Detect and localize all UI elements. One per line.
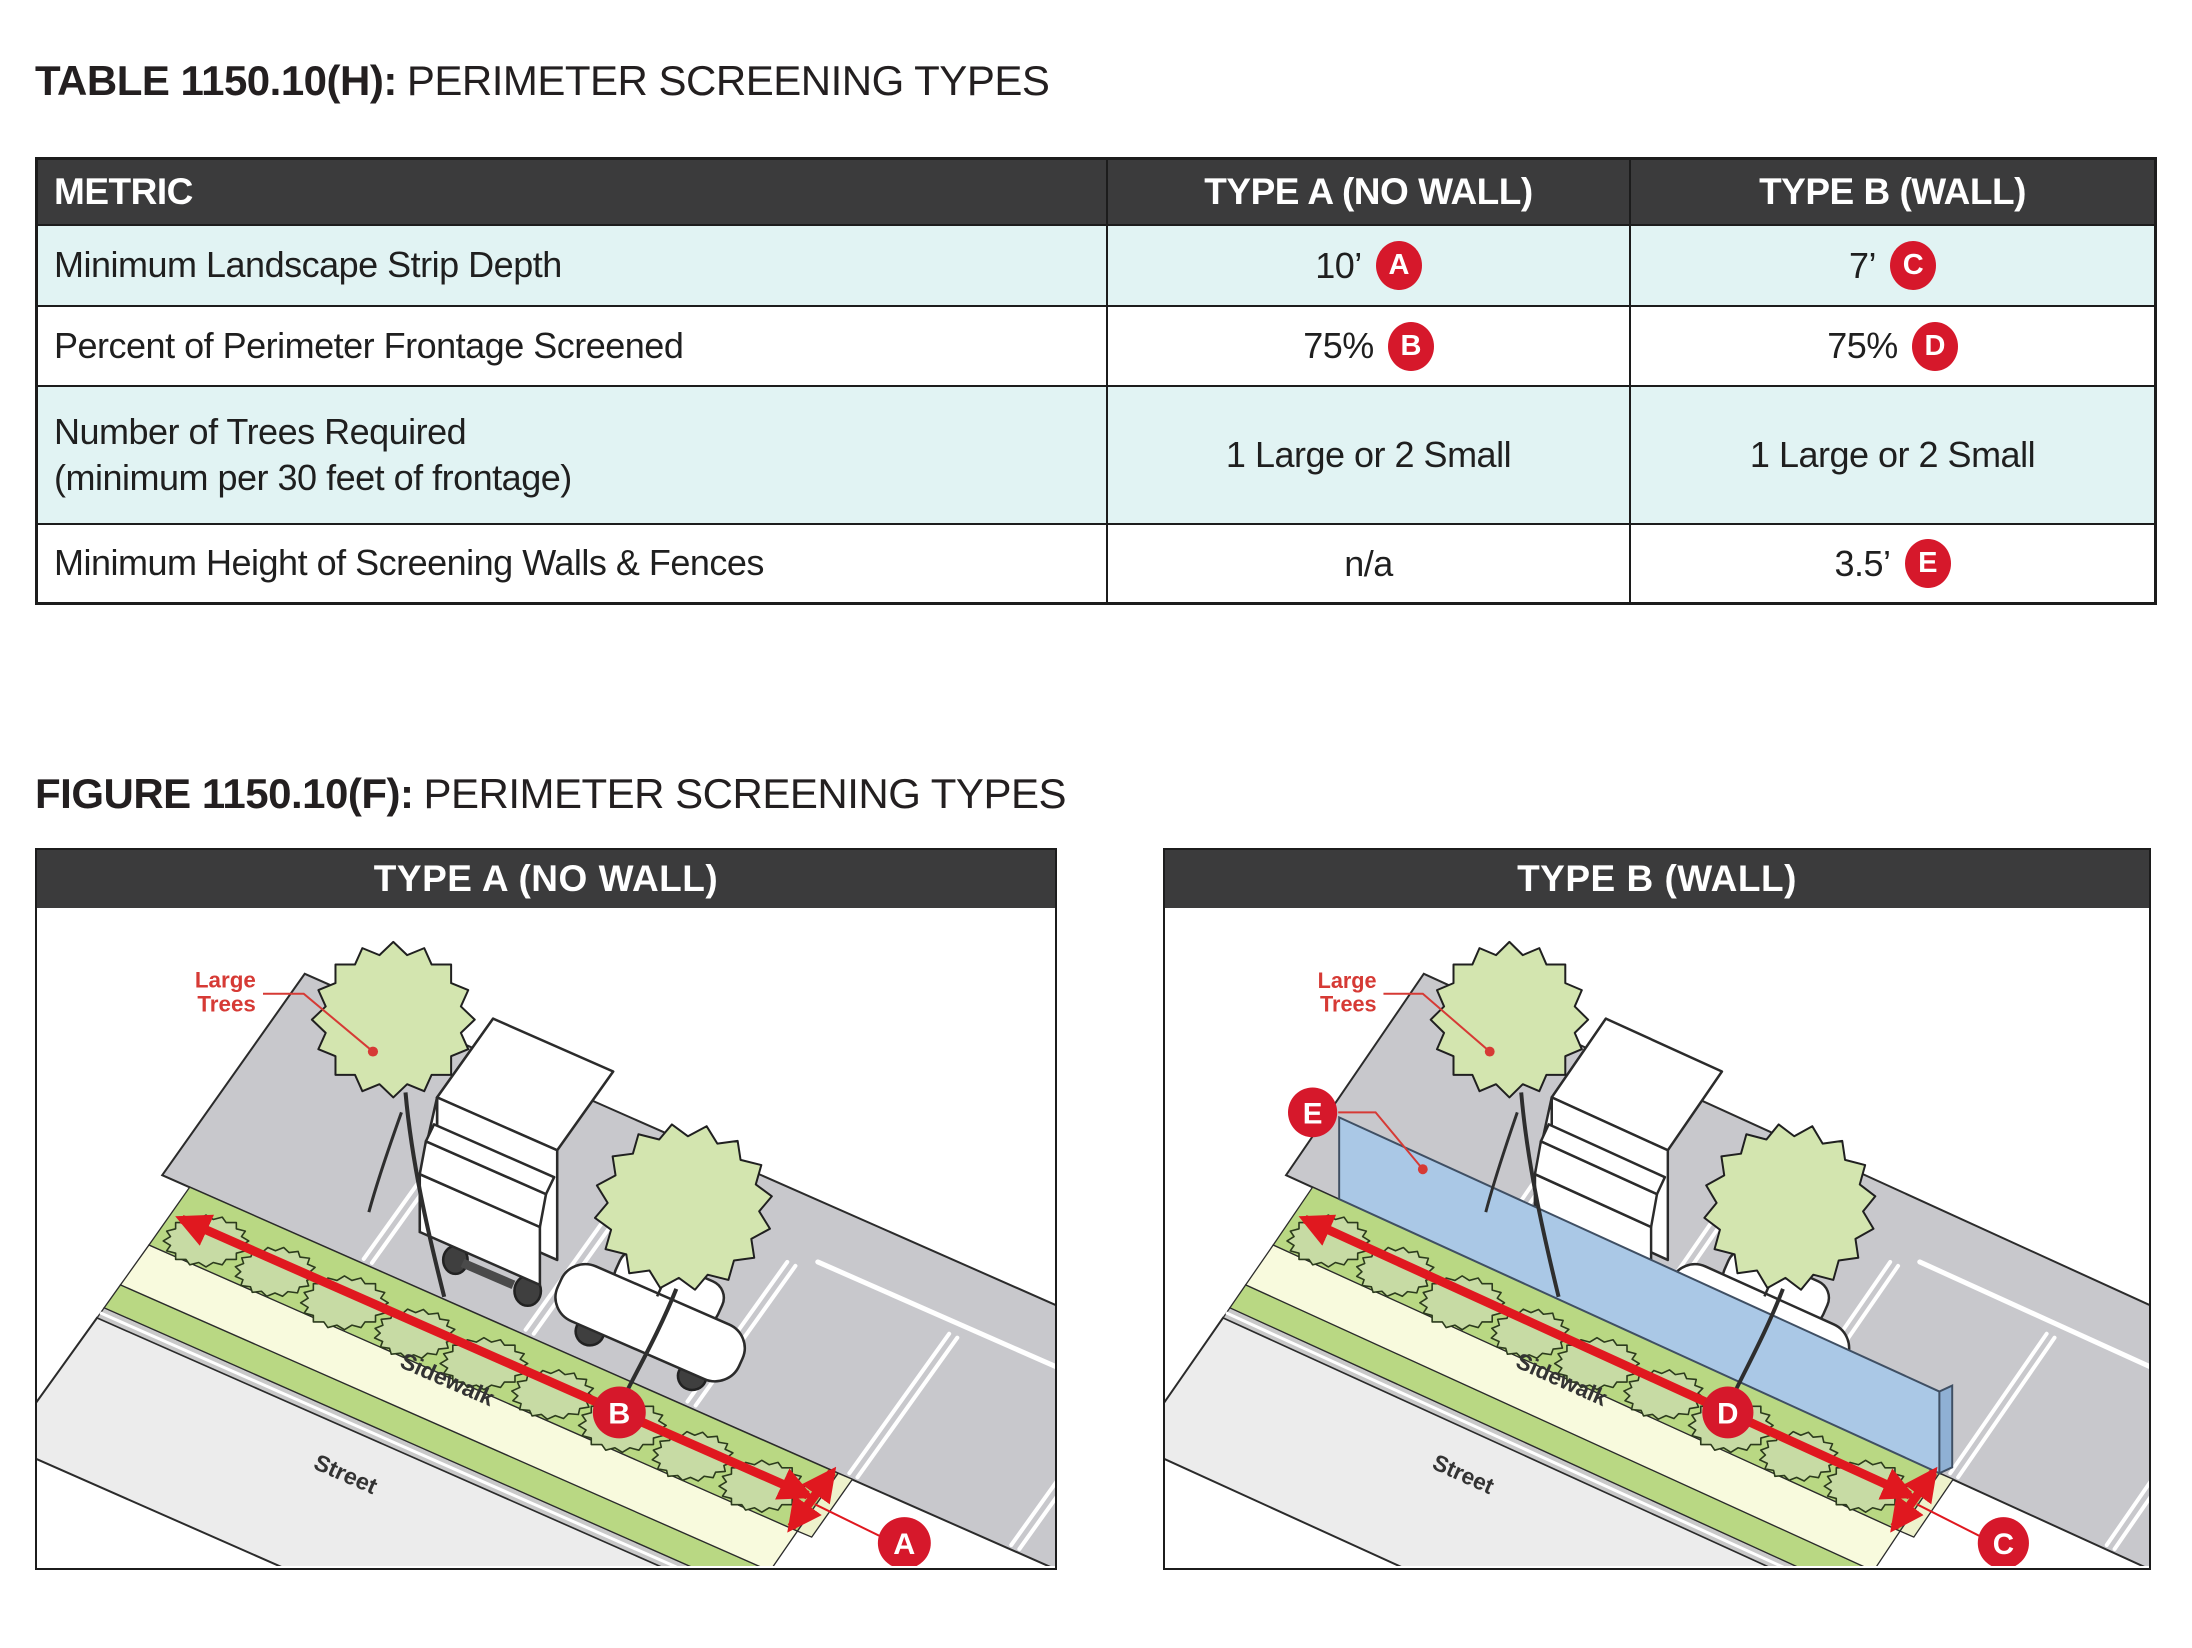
panel-b-header: TYPE B (WALL): [1165, 850, 2149, 908]
metric-text: Minimum Landscape Strip Depth: [54, 244, 562, 286]
type-a-diagram: B A Large Trees Sidewalk Street: [37, 941, 1055, 1566]
cell-value: 75%: [1827, 325, 1898, 366]
key-badge-e: E: [1904, 539, 1951, 588]
type-b-diagram: E D C Large Trees Sidewal: [1165, 941, 2149, 1566]
panel-a-header: TYPE A (NO WALL): [37, 850, 1055, 908]
table-title-text: PERIMETER SCREENING TYPES: [406, 57, 1050, 104]
badge-frontage: D: [1702, 1386, 1754, 1439]
badge-letter: D: [1717, 1397, 1738, 1430]
table-title: TABLE 1150.10(H):PERIMETER SCREENING TYP…: [35, 57, 1050, 105]
metric-text-line2: (minimum per 30 feet of frontage): [54, 457, 572, 498]
badge-depth: C: [1977, 1517, 2029, 1566]
figure-title-text: PERIMETER SCREENING TYPES: [423, 770, 1066, 817]
figure-panel-type-a: TYPE A (NO WALL): [35, 848, 1057, 1570]
cell-value: 1 Large or 2 Small: [1225, 434, 1512, 475]
svg-text:Trees: Trees: [1320, 992, 1377, 1017]
frontage-arrow: [1298, 1214, 1917, 1500]
perimeter-screening-table: METRIC TYPE A (NO WALL) TYPE B (WALL) Mi…: [35, 157, 2157, 605]
table-cell-type-a: 75% B: [1106, 305, 1629, 385]
svg-text:Large: Large: [195, 968, 256, 993]
panel-a-illustration: B A Large Trees Sidewalk Street: [37, 908, 1055, 1566]
cell-value: 75%: [1303, 325, 1374, 366]
large-trees-label: Large Trees: [195, 968, 379, 1057]
table-cell-type-a: n/a: [1106, 523, 1629, 602]
svg-text:Large: Large: [1318, 968, 1377, 993]
key-badge-d: D: [1911, 321, 1958, 371]
svg-text:Trees: Trees: [197, 992, 256, 1017]
metric-text: Minimum Height of Screening Walls & Fenc…: [54, 542, 764, 584]
table-row-metric: Number of Trees Required (minimum per 30…: [38, 385, 1106, 523]
figure-title: FIGURE 1150.10(F):PERIMETER SCREENING TY…: [35, 770, 1066, 818]
table-cell-type-a: 1 Large or 2 Small: [1106, 385, 1629, 523]
key-badge-b: B: [1387, 321, 1434, 371]
metric-text-line1: Number of Trees Required: [54, 410, 467, 452]
cell-value: n/a: [1344, 542, 1393, 584]
cell-value: 10’: [1315, 244, 1362, 286]
column-header-type-a: TYPE A (NO WALL): [1106, 160, 1629, 224]
table-title-number: TABLE 1150.10(H):: [35, 57, 397, 104]
table-row-metric: Minimum Landscape Strip Depth: [38, 224, 1106, 305]
badge-frontage: B: [592, 1386, 646, 1439]
key-badge-c: C: [1890, 241, 1937, 290]
table-row-metric: Minimum Height of Screening Walls & Fenc…: [38, 523, 1106, 602]
figure-title-number: FIGURE 1150.10(F):: [35, 770, 414, 817]
table-cell-type-b: 75% D: [1629, 305, 2154, 385]
cell-value: 1 Large or 2 Small: [1749, 434, 2036, 475]
frontage-arrow: [175, 1214, 814, 1500]
table-row-metric: Percent of Perimeter Frontage Screened: [38, 305, 1106, 385]
table-cell-type-b: 7’ C: [1629, 224, 2154, 305]
wall-badge-group: E: [1288, 1087, 1428, 1175]
badge-letter: C: [1993, 1528, 2014, 1561]
column-header-metric: METRIC: [38, 160, 1106, 224]
strip-depth-arrow: [1890, 1466, 1938, 1533]
badge-letter: B: [608, 1398, 630, 1431]
badge-letter: E: [1303, 1097, 1323, 1130]
panel-b-illustration: E D C Large Trees Sidewal: [1165, 908, 2149, 1566]
cell-value: 3.5’: [1834, 542, 1891, 584]
badge-letter: A: [893, 1528, 915, 1561]
table-cell-type-b: 3.5’ E: [1629, 523, 2154, 602]
key-badge-a: A: [1375, 241, 1422, 290]
column-header-type-b: TYPE B (WALL): [1629, 160, 2154, 224]
table-cell-type-b: 1 Large or 2 Small: [1629, 385, 2154, 523]
strip-depth-arrow: [787, 1466, 837, 1533]
badge-depth: A: [877, 1517, 931, 1566]
large-trees-label: Large Trees: [1318, 968, 1495, 1057]
figure-panel-type-b: TYPE B (WALL): [1163, 848, 2151, 1570]
table-cell-type-a: 10’ A: [1106, 224, 1629, 305]
metric-text: Percent of Perimeter Frontage Screened: [54, 324, 684, 366]
cell-value: 7’: [1848, 244, 1877, 286]
